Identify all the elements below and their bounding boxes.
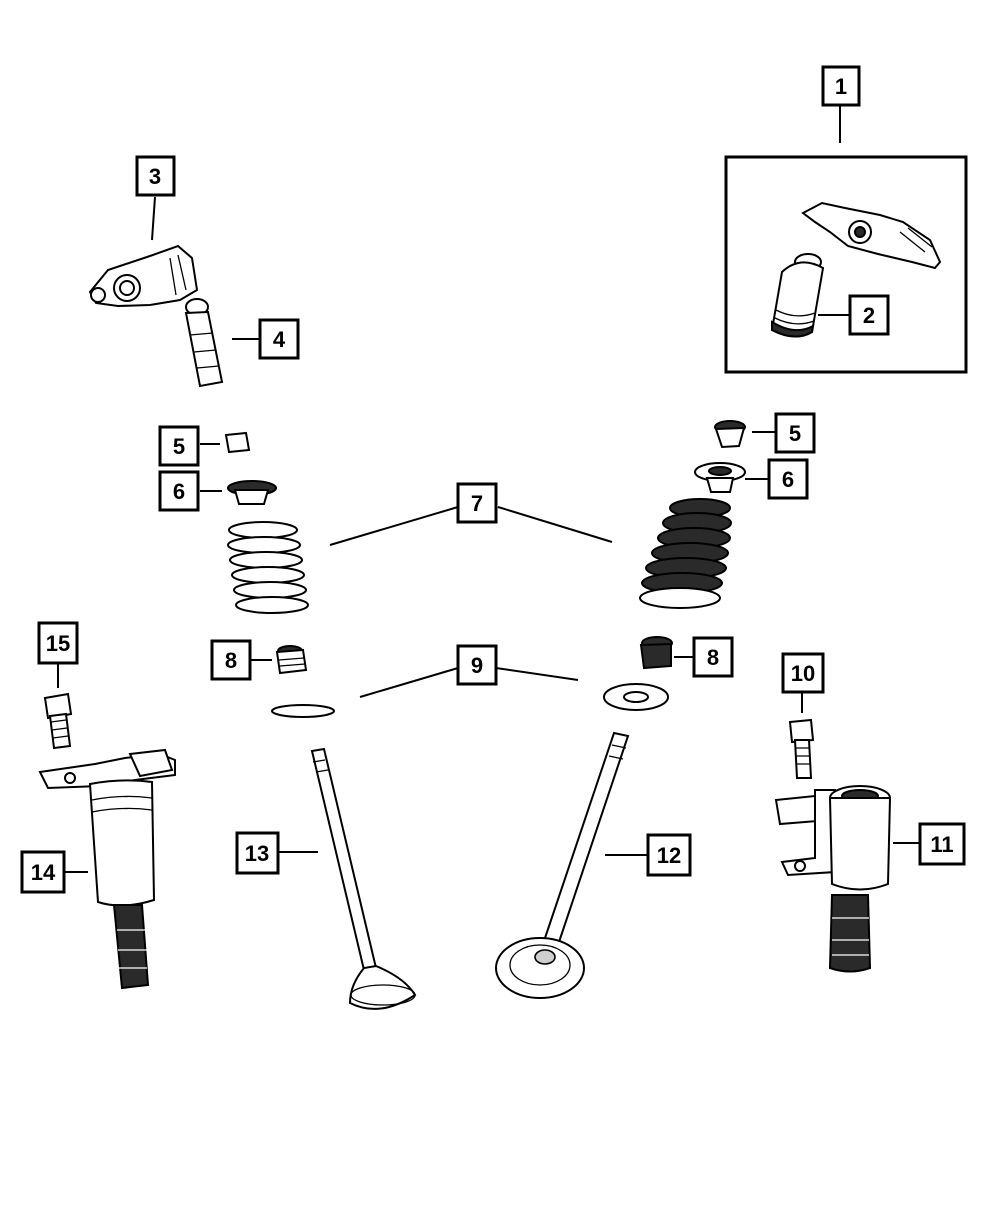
valve-keeper-right	[714, 420, 746, 449]
svg-text:10: 10	[791, 661, 815, 686]
callout-2: 2	[848, 294, 890, 336]
leader-7-right	[497, 506, 613, 543]
svg-text:9: 9	[471, 653, 483, 678]
callout-15: 15	[37, 621, 79, 665]
spring-retainer-right	[694, 462, 746, 493]
callout-4: 4	[258, 318, 300, 360]
spring-seat-washer-left	[271, 704, 335, 718]
callout-10: 10	[781, 652, 825, 694]
lash-adjuster	[184, 298, 224, 388]
leader-7-left	[329, 506, 459, 546]
exhaust-valve	[310, 747, 417, 1010]
svg-text:8: 8	[707, 645, 719, 670]
spring-retainer-left	[227, 480, 277, 505]
svg-text:13: 13	[245, 841, 269, 866]
oil-control-solenoid-right	[774, 785, 892, 973]
callout-6-right: 6	[767, 458, 809, 500]
spring-seat-washer-right	[603, 683, 669, 711]
svg-text:7: 7	[471, 491, 483, 516]
callout-14: 14	[20, 850, 66, 894]
callout-3: 3	[135, 155, 176, 197]
kit-rocker-arm	[801, 201, 942, 270]
callout-13: 13	[235, 831, 280, 875]
bolt-left	[43, 692, 73, 750]
svg-text:12: 12	[657, 843, 681, 868]
rocker-arm	[88, 244, 199, 308]
svg-text:1: 1	[835, 74, 847, 99]
intake-valve	[495, 731, 630, 999]
valve-spring-left	[227, 521, 309, 614]
svg-text:3: 3	[149, 164, 161, 189]
valve-keeper-left	[224, 431, 251, 454]
callout-1: 1	[821, 65, 861, 107]
svg-text:5: 5	[789, 421, 801, 446]
callout-6-left: 6	[158, 470, 200, 512]
valve-spring-right	[639, 498, 732, 609]
svg-text:6: 6	[173, 479, 185, 504]
leader-9-right	[495, 667, 579, 681]
svg-text:15: 15	[46, 631, 70, 656]
kit-lash-adjuster	[770, 253, 825, 338]
leader-9-left	[359, 667, 459, 698]
callout-8-right: 8	[692, 636, 734, 678]
svg-text:11: 11	[930, 832, 953, 857]
callout-5-left: 5	[158, 425, 200, 467]
svg-text:8: 8	[225, 648, 237, 673]
callout-12: 12	[646, 833, 692, 877]
svg-text:14: 14	[31, 860, 56, 885]
oil-control-solenoid-left	[38, 748, 176, 990]
valve-stem-seal-left	[275, 645, 308, 675]
svg-text:4: 4	[273, 327, 286, 352]
bolt-right	[788, 718, 815, 779]
leader-3	[151, 196, 156, 241]
svg-text:5: 5	[173, 434, 185, 459]
valve-stem-seal-right	[639, 636, 673, 670]
svg-text:2: 2	[863, 303, 875, 328]
callout-5-right: 5	[774, 412, 816, 454]
svg-text:6: 6	[782, 467, 794, 492]
callout-7: 7	[456, 482, 498, 524]
callout-9: 9	[456, 644, 498, 686]
callout-8-left: 8	[210, 639, 252, 681]
kit-box	[724, 155, 968, 374]
callout-11: 11	[918, 822, 966, 866]
